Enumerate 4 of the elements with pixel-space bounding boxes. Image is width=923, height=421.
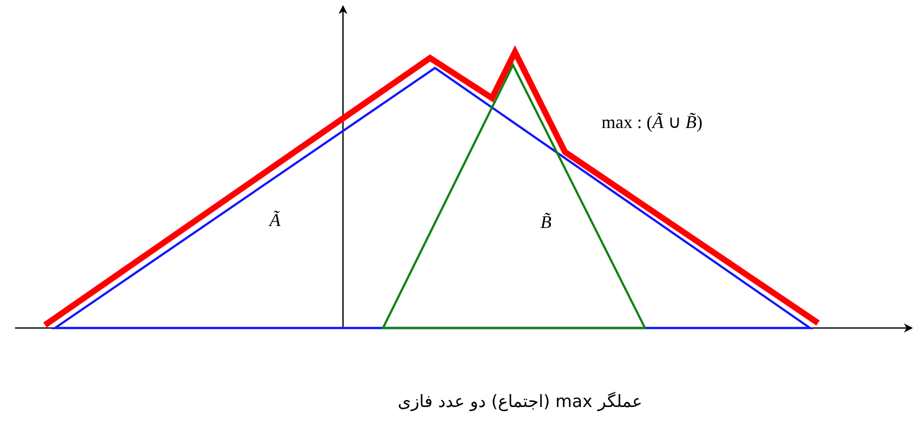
curve-label: max : (Ã ∪ B̃) <box>602 113 702 131</box>
caption: عملگر max (اجتماع) دو عدد فازی <box>398 392 642 412</box>
curve-label: Ã <box>270 211 280 229</box>
curve-label: B̃ <box>540 213 552 231</box>
